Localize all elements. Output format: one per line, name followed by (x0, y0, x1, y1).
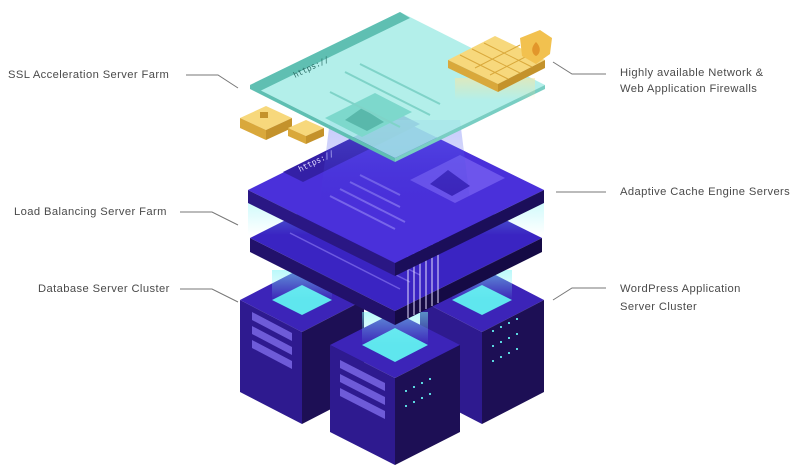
firewall-label-line2: Web Application Firewalls (620, 83, 758, 95)
wordpress-label-line2: Server Cluster (620, 301, 698, 313)
lock-icon-small (288, 120, 324, 144)
firewall-label-line1: Highly available Network & (620, 67, 764, 79)
database-label: Database Server Cluster (38, 283, 170, 295)
wordpress-leader-line (552, 287, 606, 301)
database-leader-line (180, 288, 239, 303)
firewall-leader-line (552, 61, 606, 75)
load-balancing-label: Load Balancing Server Farm (14, 206, 167, 218)
cache-label: Adaptive Cache Engine Servers (620, 186, 791, 198)
ssl-label: SSL Acceleration Server Farm (8, 69, 170, 81)
lock-icon-large (240, 106, 292, 140)
load-balancing-leader-line (180, 211, 239, 226)
firewall-bricks (448, 30, 552, 100)
shield-icon (520, 30, 552, 64)
ssl-leader-line (186, 74, 239, 89)
wordpress-label-line1: WordPress Application (620, 283, 741, 295)
leader-lines (180, 61, 606, 303)
